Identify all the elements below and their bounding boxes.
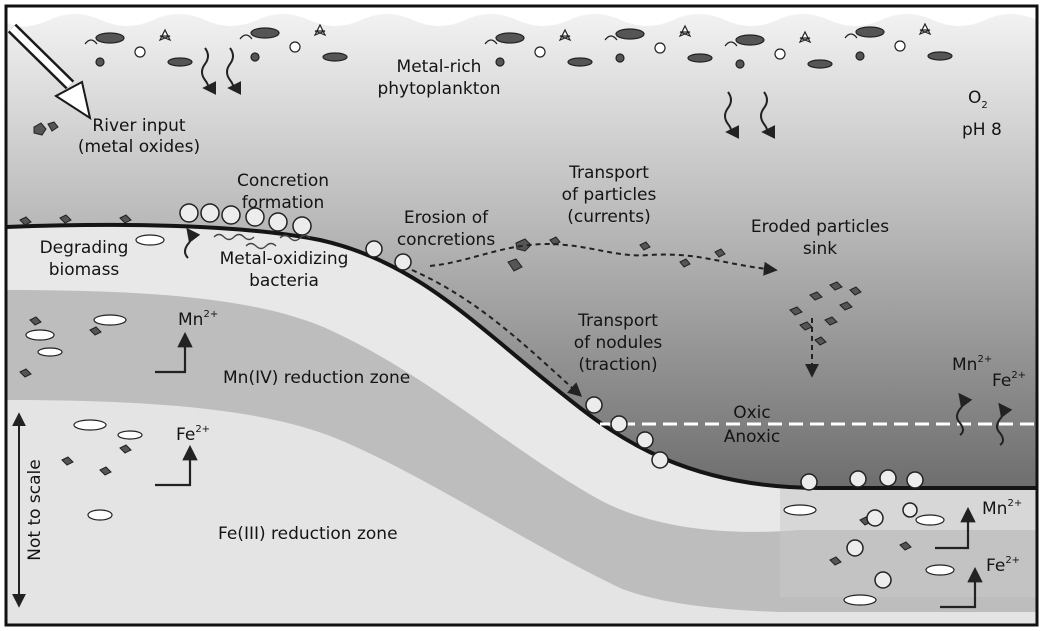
phytoplankton-label-line2: phytoplankton <box>377 79 500 99</box>
transport-paths <box>411 242 819 397</box>
bacteria-icon <box>213 233 311 250</box>
sinking-arrow-icon <box>184 47 1013 446</box>
mn-zone-label: Mn(IV) reduction zone <box>223 368 410 388</box>
fe-reduction-layer <box>6 400 1037 625</box>
particle-transport-path <box>429 242 778 276</box>
transport-particles-line1: Transport <box>568 163 649 183</box>
river-label-line2: (metal oxides) <box>78 137 200 157</box>
erosion-label-line1: Erosion of <box>404 208 489 228</box>
bacteria-label-line1: Metal-oxidizing <box>220 249 349 269</box>
mn-ion-label-upper-left: Mn2+ <box>178 309 218 330</box>
benthic-fauna-icon <box>25 234 955 606</box>
transport-particles-line2: of particles <box>562 185 657 205</box>
anoxic-label: Anoxic <box>724 427 780 447</box>
particle-icon <box>19 121 912 566</box>
mn-ion-label-water: Mn2+ <box>952 354 992 375</box>
transport-particles-line3: (currents) <box>567 207 650 227</box>
river-label-line1: River input <box>92 116 186 136</box>
fe-ion-label-left: Fe2+ <box>176 424 210 445</box>
diagram-frame <box>4 4 1039 627</box>
degrading-label-line2: biomass <box>49 260 120 280</box>
not-to-scale-label: Not to scale <box>25 459 45 560</box>
seafloor-line <box>6 222 1037 490</box>
river-arrow-icon <box>7 23 92 121</box>
phytoplankton-label-line1: Metal-rich <box>397 57 482 77</box>
fe-ion-label-basin: Fe2+ <box>986 555 1020 576</box>
erosion-label-line2: concretions <box>397 230 496 250</box>
transport-nodules-line1: Transport <box>577 311 658 331</box>
transport-nodules-line2: of nodules <box>574 333 663 353</box>
mn-ion-label-basin: Mn2+ <box>982 498 1022 519</box>
bacteria-label-line2: bacteria <box>249 271 319 291</box>
flux-arrow-icon <box>155 331 983 609</box>
nodule-icon <box>179 203 924 589</box>
transport-nodules-line3: (traction) <box>578 355 657 375</box>
phytoplankton-icon <box>84 23 953 69</box>
concretion-label-line2: formation <box>242 193 325 213</box>
oxygen-label: O2 <box>968 88 988 111</box>
eroded-sink-line1: Eroded particles <box>751 217 889 237</box>
oxic-label: Oxic <box>733 403 771 423</box>
fe-zone-label: Fe(III) reduction zone <box>218 524 398 544</box>
concretion-label-line1: Concretion <box>237 171 329 191</box>
eroded-sink-line2: sink <box>803 239 837 259</box>
fe-ion-label-water: Fe2+ <box>992 370 1026 391</box>
ph-label: pH 8 <box>962 120 1002 140</box>
degrading-label-line1: Degrading <box>40 238 129 258</box>
sea-surface <box>6 6 1037 27</box>
